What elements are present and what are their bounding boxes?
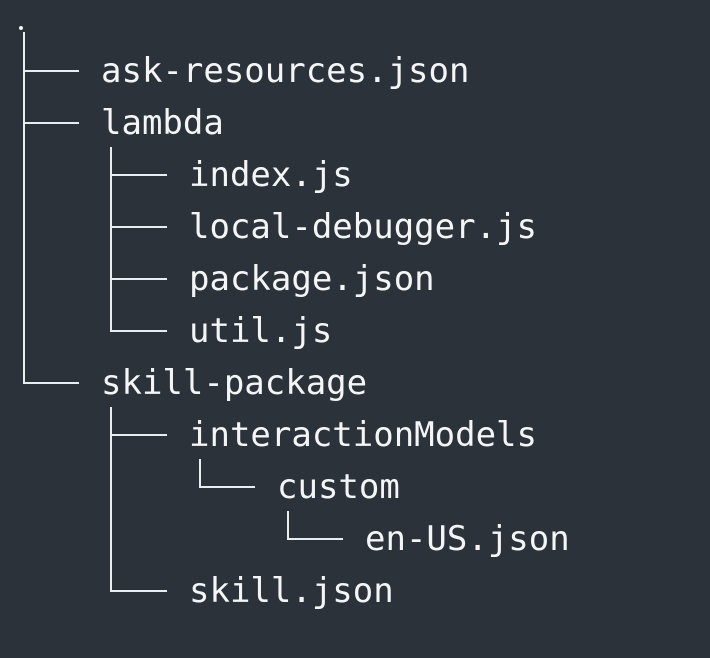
tree-item-ask-resources[interactable]: ask-resources.json bbox=[101, 51, 470, 91]
tree-item-local-debugger[interactable]: local-debugger.js bbox=[189, 207, 537, 247]
tree-root-dot bbox=[19, 26, 23, 30]
tree-item-lambda[interactable]: lambda bbox=[101, 103, 224, 143]
tree-item-util-js[interactable]: util.js bbox=[189, 311, 333, 351]
tree-hline-4 bbox=[110, 278, 167, 280]
tree-hline-0 bbox=[23, 70, 79, 72]
tree-hline-2 bbox=[110, 174, 167, 176]
tree-hline-5 bbox=[110, 330, 167, 332]
tree-hline-6 bbox=[23, 382, 79, 384]
tree-item-interaction-models[interactable]: interactionModels bbox=[189, 415, 537, 455]
tree-hline-8 bbox=[199, 486, 255, 488]
tree-hline-3 bbox=[110, 226, 167, 228]
tree-vline-skill-package bbox=[110, 407, 112, 591]
tree-hline-9 bbox=[287, 538, 343, 540]
tree-item-skill-json[interactable]: skill.json bbox=[189, 571, 394, 611]
tree-vline-root bbox=[23, 32, 25, 383]
tree-hline-1 bbox=[23, 122, 79, 124]
tree-item-skill-package[interactable]: skill-package bbox=[101, 363, 368, 403]
tree-hline-10 bbox=[110, 590, 167, 592]
tree-vline-interaction-models bbox=[199, 459, 201, 487]
tree-vline-custom bbox=[287, 511, 289, 539]
tree-vline-lambda bbox=[110, 147, 112, 331]
tree-item-index-js[interactable]: index.js bbox=[189, 155, 353, 195]
tree-item-custom[interactable]: custom bbox=[277, 467, 400, 507]
tree-item-en-us-json[interactable]: en-US.json bbox=[365, 519, 570, 559]
tree-hline-7 bbox=[110, 434, 167, 436]
tree-item-package-json[interactable]: package.json bbox=[189, 259, 435, 299]
